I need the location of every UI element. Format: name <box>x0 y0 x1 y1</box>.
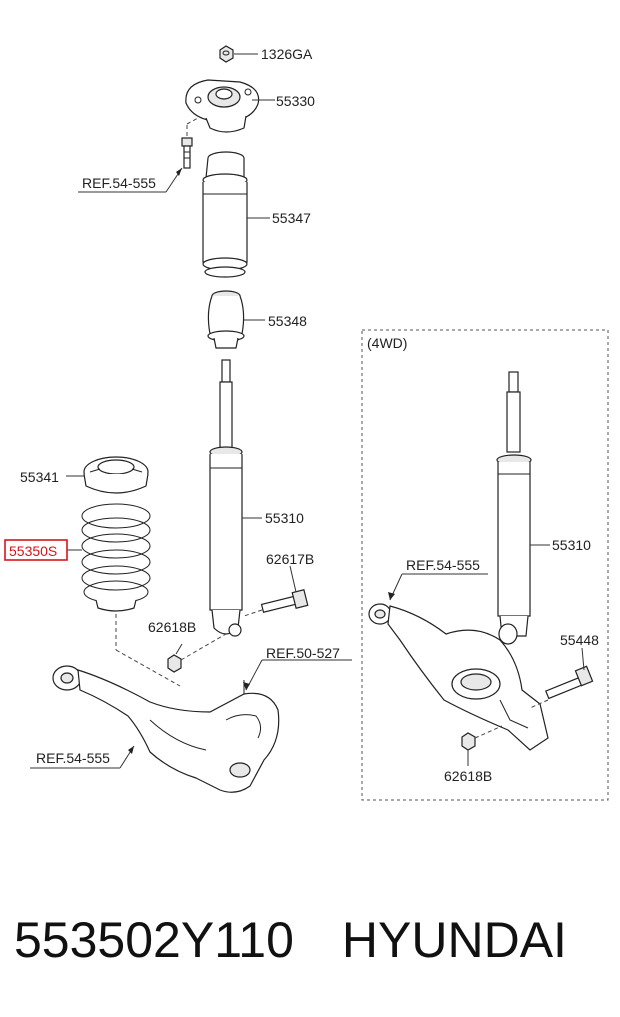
top-nut-icon <box>219 45 234 63</box>
shock-absorber-icon <box>209 359 243 637</box>
caption: 553502Y110 HYUNDAI <box>14 905 614 975</box>
label-shock-4wd: 55310 <box>552 537 591 553</box>
label-ref-4wd: REF.54-555 <box>406 557 480 573</box>
4wd-box <box>361 329 609 801</box>
4wd-bolt-icon <box>545 665 594 700</box>
dust-boot-icon <box>202 151 248 278</box>
lower-arm-icon <box>52 665 280 793</box>
lower-nut-icon <box>167 654 182 673</box>
label-spring[interactable]: 55350S <box>9 543 57 559</box>
label-spring-pad: 55341 <box>20 469 59 485</box>
label-box-title: (4WD) <box>367 335 407 351</box>
label-boot: 55347 <box>272 210 311 226</box>
parts-diagram: 1326GA 55330 REF.54-555 55347 <box>4 45 609 801</box>
label-mount: 55330 <box>276 93 315 109</box>
label-ref-arm-left: REF.54-555 <box>36 750 110 766</box>
label-bolt: 62617B <box>266 551 314 567</box>
bolt-icon <box>260 589 309 613</box>
spring-pad-icon <box>83 456 149 494</box>
4wd-lower-arm-icon <box>368 603 549 751</box>
label-nut-4wd: 62618B <box>444 768 492 784</box>
coil-spring-icon <box>81 503 151 612</box>
brand-name: HYUNDAI <box>341 912 567 968</box>
4wd-shock-absorber-icon <box>496 371 532 645</box>
label-nut-lower: 62618B <box>148 619 196 635</box>
label-ref-bolt: REF.54-555 <box>82 175 156 191</box>
label-nut-top: 1326GA <box>261 46 313 62</box>
part-number: 553502Y110 <box>14 912 294 968</box>
bump-stop-icon <box>207 290 245 349</box>
mount-bolt-icon <box>181 137 193 169</box>
label-bolt-4wd: 55448 <box>560 632 599 648</box>
strut-mount-icon <box>185 79 260 133</box>
label-ref-arm-upper: REF.50-527 <box>266 645 340 661</box>
label-bump-stop: 55348 <box>268 313 307 329</box>
label-shock: 55310 <box>265 510 304 526</box>
highlight-box <box>4 539 68 561</box>
4wd-nut-icon <box>461 732 476 751</box>
